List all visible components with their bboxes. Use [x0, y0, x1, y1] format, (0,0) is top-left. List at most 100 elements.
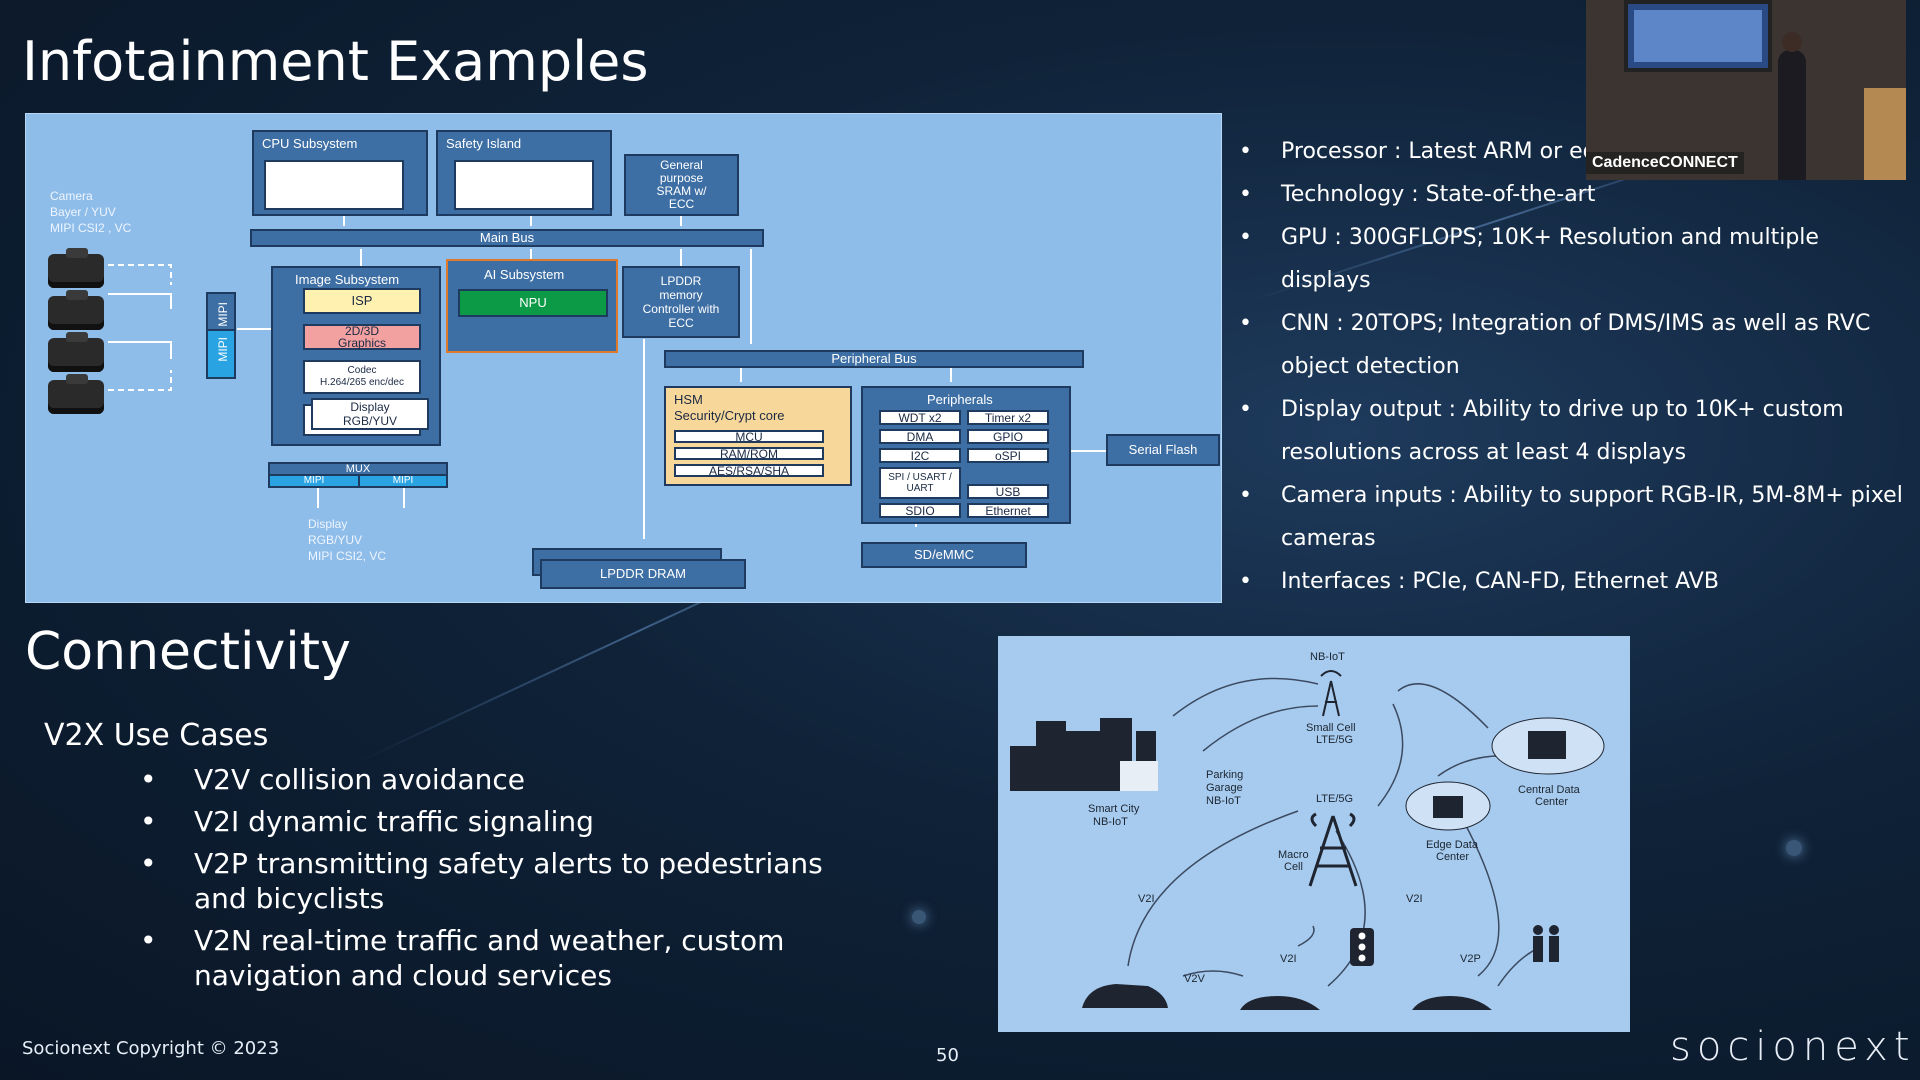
npu-block: NPU	[458, 289, 608, 317]
pedestrians-icon	[1533, 925, 1559, 962]
spec-item: • Display output : Ability to drive up to…	[1235, 388, 1905, 474]
camera-label-line: Camera	[50, 189, 93, 203]
v2x-text: V2V collision avoidance	[194, 763, 525, 796]
mipi-label: MIPI	[216, 337, 230, 362]
camera-icon	[48, 290, 104, 330]
presenter-camera-feed: CadenceCONNECT	[1586, 0, 1906, 180]
hsm-label: HSM	[674, 392, 703, 407]
v2x-item: • V2N real-time traffic and weather, cust…	[140, 923, 860, 993]
sram-label-line: purpose	[659, 171, 704, 185]
v2x-text: V2N real-time traffic and weather, custo…	[194, 924, 785, 992]
nb-iot-label: NB-IoT	[1310, 651, 1345, 663]
camera-label-line: MIPI CSI2 , VC	[50, 221, 132, 235]
codec-label-line: H.264/265 enc/dec	[320, 377, 404, 388]
image-subsystem: Image Subsystem ISP 2D/3D Graphics Codec…	[271, 266, 441, 446]
lpddr-label-line: Controller with	[642, 302, 720, 316]
display-label-line: RGB/YUV	[342, 414, 397, 428]
lpddr-label-line: LPDDR	[660, 274, 702, 288]
v2x-text: V2I dynamic traffic signaling	[194, 805, 594, 838]
camera-icon	[48, 332, 104, 372]
general-sram: General purpose SRAM w/ ECC	[624, 154, 739, 216]
peripheral-bus: Peripheral Bus	[664, 350, 1084, 368]
mux-mipi-right: MIPI	[358, 474, 448, 488]
ai-subsystem-label: AI Subsystem	[484, 267, 565, 282]
graphics-label-line: 2D/3D	[344, 324, 379, 338]
car-icons	[1082, 984, 1492, 1010]
lpddr-dram: LPDDR DRAM	[540, 559, 746, 589]
event-brand-tag: CadenceCONNECT	[1586, 152, 1744, 174]
macro-cell-sublabel: Cell	[1284, 861, 1303, 873]
ai-subsystem: AI Subsystem NPU	[446, 259, 618, 353]
v2p-label: V2P	[1460, 953, 1481, 965]
spec-text: Camera inputs : Ability to support RGB-I…	[1281, 483, 1903, 551]
spec-item: •Interfaces : PCIe, CAN-FD, Ethernet AVB	[1235, 560, 1905, 603]
traffic-light-lamps	[1358, 932, 1366, 962]
smart-city-label: Smart City	[1088, 803, 1140, 815]
spec-item: •Technology : State-of-the-art	[1235, 173, 1905, 216]
footer-copyright: Socionext Copyright © 2023	[22, 1038, 280, 1059]
sd-emmc: SD/eMMC	[861, 542, 1027, 568]
central-dc-label: Central Data	[1518, 784, 1581, 796]
cpu-core-box	[264, 160, 404, 210]
lpddr-label-line: ECC	[668, 316, 694, 330]
graphics-label-line: Graphics	[337, 336, 387, 350]
projector-screen	[1624, 0, 1772, 72]
podium	[1864, 88, 1906, 180]
slide-title: Infotainment Examples	[22, 30, 649, 93]
v2i-mid-label: V2I	[1280, 953, 1297, 965]
cpu-subsystem-label: CPU Subsystem	[262, 136, 358, 151]
bullet-dot: •	[1239, 182, 1252, 207]
camera-icon	[48, 374, 104, 414]
spec-item: •Processor : Latest ARM or eq	[1235, 130, 1905, 173]
periph-gpio: GPIO	[967, 429, 1049, 444]
v2i-left-label: V2I	[1138, 893, 1155, 905]
projector-screen-content	[1634, 10, 1762, 62]
v2x-diagram-svg: Smart City NB-IoT Parking Garage NB-IoT …	[1010, 651, 1605, 1010]
image-subsystem-label: Image Subsystem	[295, 272, 400, 287]
spec-text: CNN : 20TOPS; Integration of DMS/IMS as …	[1281, 311, 1871, 379]
v2x-text: V2P transmitting safety alerts to pedest…	[194, 847, 823, 915]
periph-sdio: SDIO	[879, 503, 961, 518]
socionext-logo: socionext	[1670, 1024, 1916, 1070]
hsm-sublabel: Security/Crypt core	[674, 408, 785, 423]
v2i-right-label: V2I	[1406, 893, 1423, 905]
codec-label-line: Codec	[347, 365, 377, 376]
spec-item: •CNN : 20TOPS; Integration of DMS/IMS as…	[1235, 302, 1905, 388]
camera-label-line: Bayer / YUV	[50, 205, 116, 219]
display-out-line: MIPI CSI2, VC	[308, 549, 387, 563]
cpu-subsystem: CPU Subsystem	[252, 130, 428, 216]
spec-text: Processor : Latest ARM or eq	[1281, 139, 1597, 164]
periph-i2c: I2C	[879, 448, 961, 463]
periph-usb: USB	[967, 484, 1049, 499]
display-out-line: Display	[308, 517, 348, 531]
bullet-dot: •	[140, 924, 157, 957]
page-number: 50	[936, 1045, 959, 1066]
macro-cell-label: Macro	[1278, 849, 1309, 861]
central-data-center-icon	[1491, 717, 1605, 775]
hsm-block: HSM Security/Crypt core MCU RAM/ROM AES/…	[664, 386, 852, 486]
v2x-item: •V2I dynamic traffic signaling	[140, 804, 860, 839]
v2x-connectivity-diagram: Smart City NB-IoT Parking Garage NB-IoT …	[998, 636, 1630, 1032]
bullet-dot: •	[140, 763, 157, 796]
sram-label-line: SRAM w/	[656, 184, 707, 198]
section-title: Connectivity	[25, 622, 351, 682]
bullet-dot: •	[1239, 397, 1252, 422]
small-cell-tower-icon	[1320, 670, 1342, 717]
hsm-ram-rom: RAM/ROM	[674, 447, 824, 461]
presenter-figure	[1778, 32, 1806, 180]
graphics-block: 2D/3D Graphics	[303, 324, 421, 350]
safety-core-box	[454, 160, 594, 210]
spec-text: Display output : Ability to drive up to …	[1281, 397, 1844, 465]
parking-label: NB-IoT	[1206, 795, 1241, 807]
spec-text: GPU : 300GFLOPS; 10K+ Resolution and mul…	[1281, 225, 1819, 293]
bullet-dot: •	[140, 847, 157, 880]
camera-icon	[48, 248, 104, 288]
bg-glow-dot	[912, 910, 926, 924]
v2x-item: • V2P transmitting safety alerts to pedes…	[140, 846, 860, 916]
lpddr-controller: LPDDR memory Controller with ECC	[622, 266, 740, 338]
v2v-label: V2V	[1184, 973, 1205, 985]
periph-timer: Timer x2	[967, 410, 1049, 425]
display-label-line: Display	[350, 400, 390, 414]
main-bus: Main Bus	[250, 229, 764, 247]
edge-dc-label: Edge Data	[1426, 839, 1479, 851]
